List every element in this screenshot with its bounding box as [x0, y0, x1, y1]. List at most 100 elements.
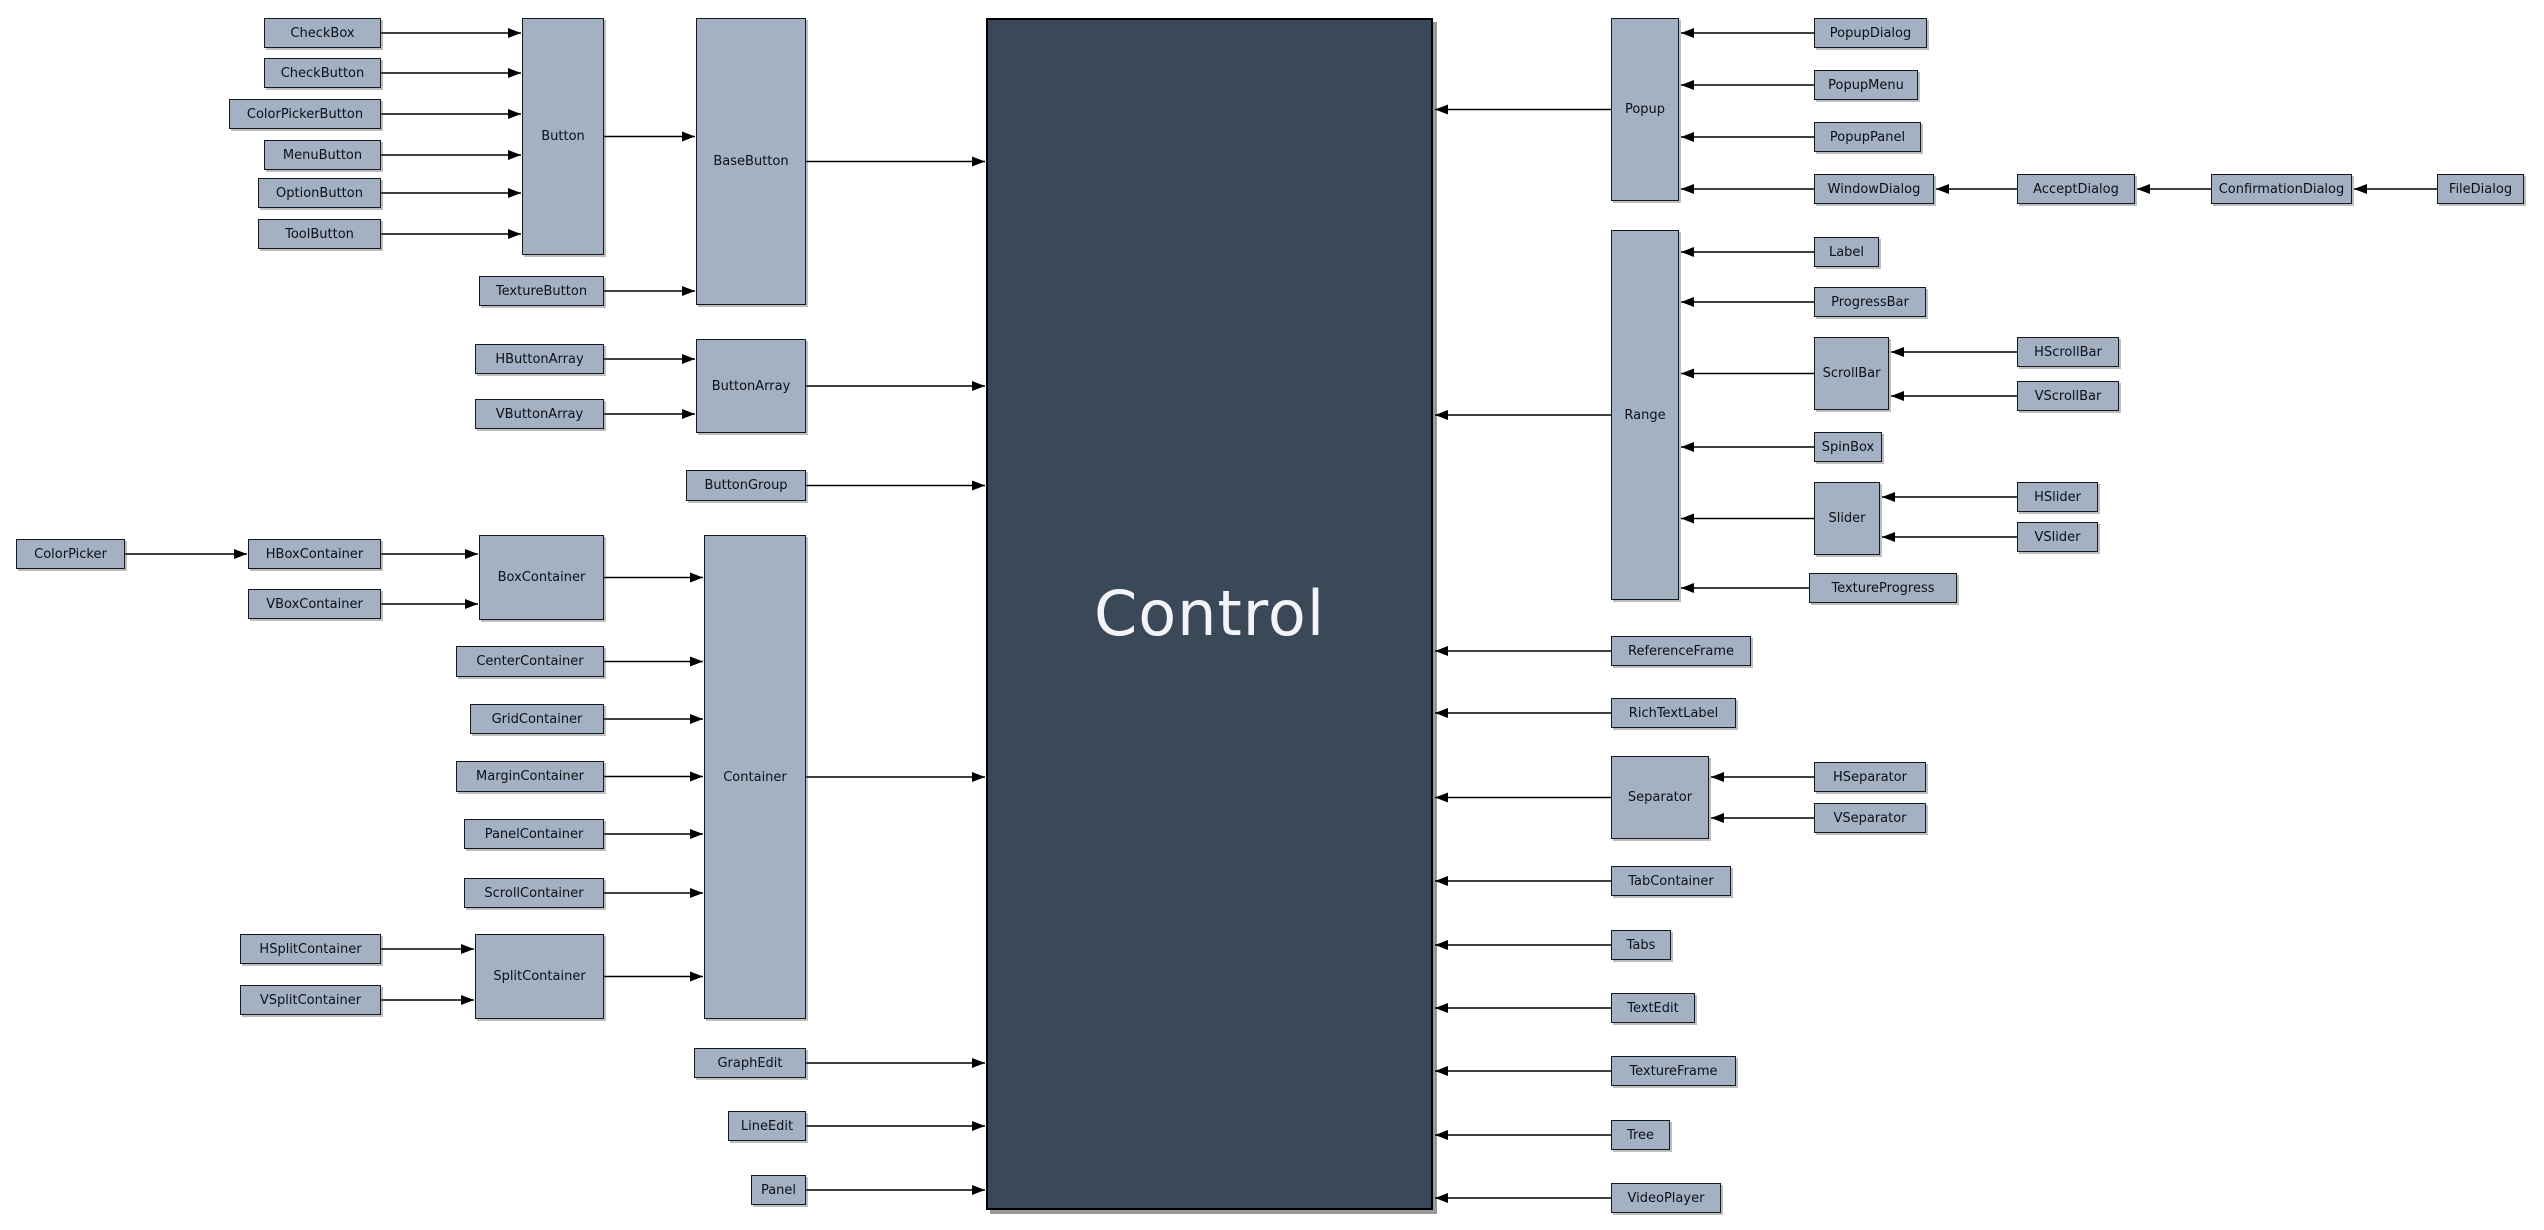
node-menubutton: MenuButton: [264, 140, 381, 170]
node-splitcontainer: SplitContainer: [475, 934, 604, 1019]
node-label-lineedit: LineEdit: [740, 1118, 794, 1134]
node-label-checkbox: CheckBox: [290, 25, 355, 41]
node-panel: Panel: [751, 1175, 806, 1205]
node-label-optionbutton: OptionButton: [276, 185, 363, 201]
node-vslider: VSlider: [2017, 522, 2098, 552]
node-textureframe: TextureFrame: [1611, 1056, 1736, 1086]
node-optionbutton: OptionButton: [258, 178, 381, 208]
node-referenceframe: ReferenceFrame: [1611, 636, 1751, 666]
node-richtextlabel: RichTextLabel: [1611, 698, 1736, 728]
node-vbuttonarray: VButtonArray: [475, 399, 604, 429]
node-label-splitcontainer: SplitContainer: [493, 969, 586, 984]
node-videoplayer: VideoPlayer: [1611, 1183, 1721, 1213]
node-label-colorpicker: ColorPicker: [34, 546, 107, 562]
node-label-referenceframe: ReferenceFrame: [1628, 643, 1734, 659]
node-filedialog: FileDialog: [2437, 174, 2524, 204]
node-label-popupmenu: PopupMenu: [1828, 77, 1904, 93]
node-label-buttongroup: ButtonGroup: [704, 478, 788, 493]
node-container: Container: [704, 535, 806, 1019]
node-progressbar: ProgressBar: [1814, 287, 1926, 317]
node-label-acceptdialog: AcceptDialog: [2033, 181, 2119, 197]
node-range: Range: [1611, 230, 1679, 600]
node-label-centercontainer: CenterContainer: [476, 654, 584, 669]
node-label-button: Button: [541, 129, 585, 144]
node-label-videoplayer: VideoPlayer: [1627, 1190, 1705, 1206]
node-label-control: Control: [1093, 577, 1326, 650]
node-hboxcontainer: HBoxContainer: [248, 539, 381, 569]
node-label-basebutton: BaseButton: [713, 154, 789, 169]
node-texturebutton: TextureButton: [479, 276, 604, 306]
node-label-menubutton: MenuButton: [282, 147, 363, 163]
node-label-label: Label: [1828, 244, 1865, 260]
node-popuppanel: PopupPanel: [1814, 122, 1921, 152]
node-label-checkbutton: CheckButton: [280, 65, 365, 81]
node-separator: Separator: [1611, 756, 1709, 839]
node-popupmenu: PopupMenu: [1814, 70, 1918, 100]
node-boxcontainer: BoxContainer: [479, 535, 604, 620]
node-colorpickerbutton: ColorPickerButton: [229, 99, 381, 129]
node-control: Control: [986, 18, 1433, 1210]
node-label-slider: Slider: [1828, 511, 1866, 526]
node-label-textureprogress: TextureProgress: [1831, 580, 1935, 596]
node-label-hslider: HSlider: [2034, 489, 2081, 505]
node-button: Button: [522, 18, 604, 255]
node-tree: Tree: [1611, 1120, 1670, 1150]
node-gridcontainer: GridContainer: [470, 704, 604, 734]
node-hbuttonarray: HButtonArray: [475, 344, 604, 374]
node-label-hboxcontainer: HBoxContainer: [265, 546, 364, 562]
node-confirmationdialog: ConfirmationDialog: [2211, 174, 2352, 204]
node-buttongroup: ButtonGroup: [686, 470, 806, 501]
node-panelcontainer: PanelContainer: [464, 819, 604, 849]
node-tabs: Tabs: [1611, 930, 1671, 960]
node-label-vboxcontainer: VBoxContainer: [266, 596, 363, 612]
node-label-toolbutton: ToolButton: [285, 226, 354, 242]
node-label-range: Range: [1624, 407, 1666, 423]
node-spinbox: SpinBox: [1814, 432, 1882, 462]
node-label-scrollcontainer: ScrollContainer: [484, 885, 584, 901]
node-label-tabs: Tabs: [1626, 937, 1656, 953]
node-label-richtextlabel: RichTextLabel: [1628, 705, 1719, 721]
node-label-colorpickerbutton: ColorPickerButton: [246, 106, 364, 122]
node-textedit: TextEdit: [1611, 993, 1695, 1023]
node-label-gridcontainer: GridContainer: [491, 711, 583, 727]
node-label-textedit: TextEdit: [1627, 1000, 1679, 1016]
node-label-vslider: VSlider: [2034, 529, 2081, 545]
node-label-spinbox: SpinBox: [1821, 439, 1875, 455]
node-label-textureframe: TextureFrame: [1629, 1063, 1718, 1079]
node-label-buttonarray: ButtonArray: [711, 378, 791, 394]
node-hslider: HSlider: [2017, 482, 2098, 512]
node-hscrollbar: HScrollBar: [2017, 337, 2119, 367]
node-margincontainer: MarginContainer: [456, 761, 604, 792]
node-label-popupdialog: PopupDialog: [1829, 25, 1912, 41]
node-label-hseparator: HSeparator: [1833, 769, 1907, 785]
node-label-confirmationdialog: ConfirmationDialog: [2218, 181, 2345, 197]
node-vseparator: VSeparator: [1814, 803, 1926, 833]
node-vscrollbar: VScrollBar: [2017, 381, 2119, 411]
node-label-filedialog: FileDialog: [2448, 181, 2513, 197]
node-label-panelcontainer: PanelContainer: [484, 826, 584, 842]
node-label-vsplitcontainer: VSplitContainer: [259, 992, 362, 1008]
node-centercontainer: CenterContainer: [456, 646, 604, 677]
node-label-hsplitcontainer: HSplitContainer: [259, 941, 362, 957]
node-vboxcontainer: VBoxContainer: [248, 589, 381, 619]
node-windowdialog: WindowDialog: [1814, 174, 1934, 204]
node-label-graphedit: GraphEdit: [717, 1055, 783, 1071]
node-label-panel: Panel: [760, 1182, 797, 1198]
node-vsplitcontainer: VSplitContainer: [240, 985, 381, 1015]
node-label-texturebutton: TextureButton: [495, 283, 588, 299]
node-checkbutton: CheckButton: [264, 58, 381, 88]
node-lineedit: LineEdit: [728, 1111, 806, 1141]
node-label-scrollbar: ScrollBar: [1822, 366, 1881, 381]
node-label-container: Container: [723, 769, 787, 785]
node-hsplitcontainer: HSplitContainer: [240, 934, 381, 964]
node-label-popuppanel: PopupPanel: [1829, 129, 1906, 145]
node-colorpicker: ColorPicker: [16, 539, 125, 569]
node-label-progressbar: ProgressBar: [1831, 294, 1909, 310]
node-scrollbar: ScrollBar: [1814, 337, 1889, 410]
node-label-windowdialog: WindowDialog: [1827, 181, 1921, 197]
node-graphedit: GraphEdit: [694, 1048, 806, 1078]
node-label-separator: Separator: [1627, 790, 1693, 805]
node-checkbox: CheckBox: [264, 18, 381, 48]
